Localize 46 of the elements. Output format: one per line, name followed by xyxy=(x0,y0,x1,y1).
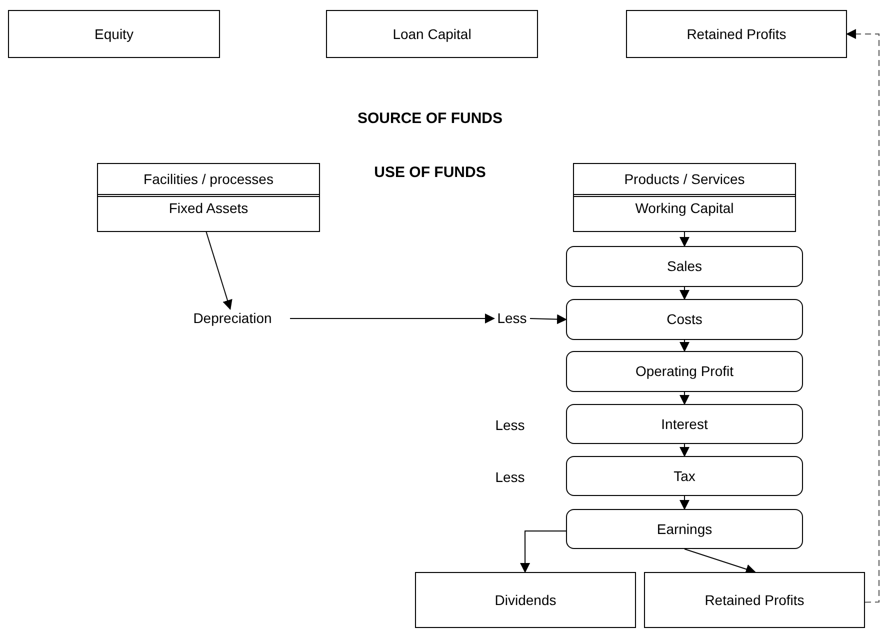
arrow xyxy=(680,496,690,510)
box-label: Loan Capital xyxy=(392,24,472,44)
dashed-arrow xyxy=(846,29,880,603)
arrow xyxy=(520,530,566,573)
rounded-box xyxy=(566,509,803,549)
split-box xyxy=(97,163,320,232)
section-heading: USE OF FUNDS xyxy=(373,163,487,183)
arrow xyxy=(530,314,567,324)
rounded-box xyxy=(566,404,803,444)
box-label: Retained Profits xyxy=(686,24,786,44)
rounded-box xyxy=(566,299,803,340)
arrow xyxy=(206,232,232,310)
process-box xyxy=(626,10,847,58)
box-label: Tax xyxy=(674,466,696,486)
arrow xyxy=(680,340,690,352)
split-box xyxy=(573,163,796,232)
process-box xyxy=(415,572,636,628)
process-box xyxy=(8,10,220,58)
rounded-box xyxy=(566,351,803,392)
box-label: Interest xyxy=(661,414,708,434)
flow-text: Less xyxy=(494,309,530,328)
box-text: Fixed Assets xyxy=(168,199,248,218)
arrow xyxy=(680,286,690,300)
box-label: Equity xyxy=(94,24,134,44)
arrow xyxy=(290,314,495,324)
box-label: Sales xyxy=(666,257,702,276)
arrow xyxy=(680,232,690,247)
arrow xyxy=(680,392,690,405)
rounded-box xyxy=(566,246,803,287)
less-label: Less xyxy=(494,468,526,487)
box-label: Costs xyxy=(666,310,702,329)
process-box xyxy=(644,572,865,628)
arrow xyxy=(684,548,756,574)
process-box xyxy=(326,10,538,58)
section-heading: SOURCE OF FUNDS xyxy=(356,109,504,129)
flow-text: Depreciation xyxy=(175,309,290,328)
box-text: Working Capital xyxy=(635,199,734,218)
box-label: Retained Profits xyxy=(704,591,804,610)
box-label: Earnings xyxy=(656,520,712,539)
box-label: Dividends xyxy=(494,591,556,610)
rounded-box xyxy=(566,456,803,496)
box-heading: Facilities / processes xyxy=(144,170,274,189)
less-label: Less xyxy=(494,416,526,435)
arrow xyxy=(680,444,690,457)
box-label: Operating Profit xyxy=(635,362,734,381)
box-heading: Products / Services xyxy=(624,170,745,188)
